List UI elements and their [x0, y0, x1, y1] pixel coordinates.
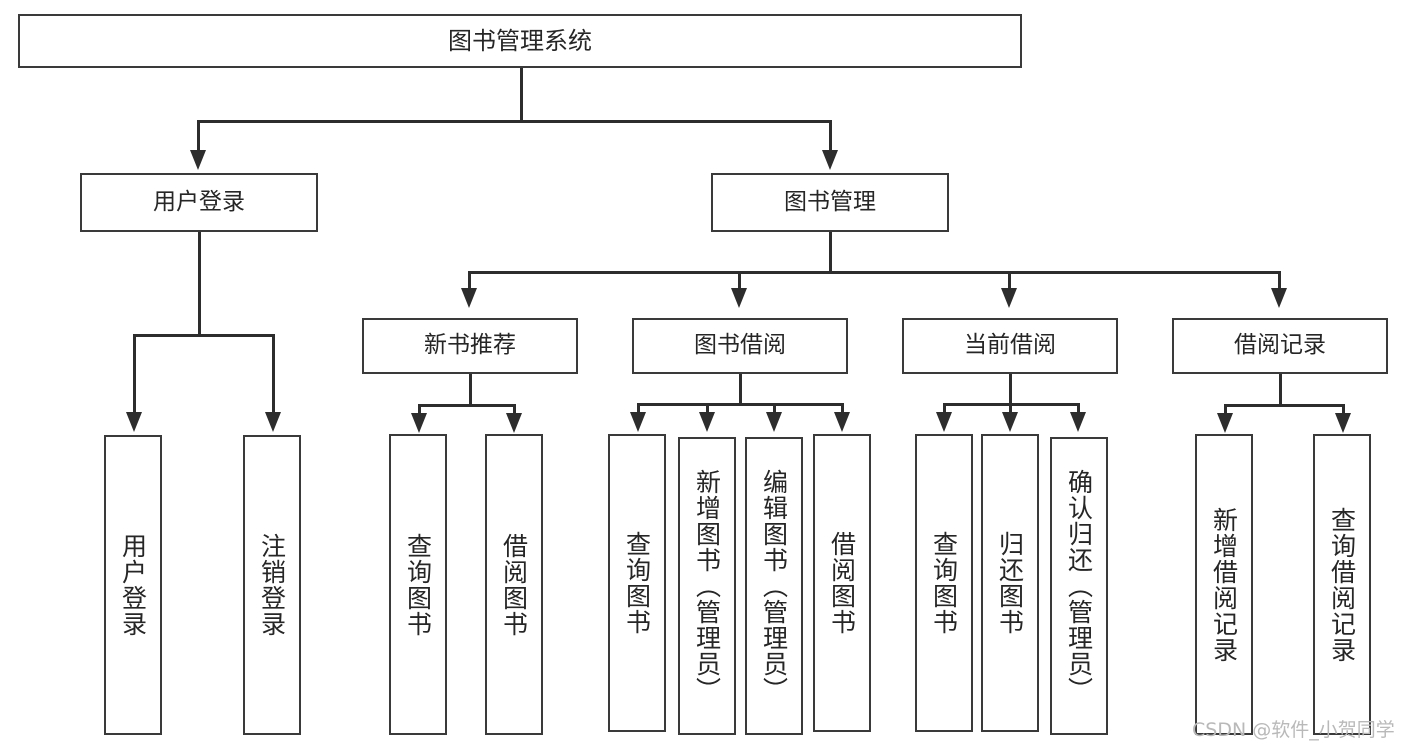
connector-cb-child-1	[943, 403, 946, 414]
leaf-bb-query-book[interactable]: 查询图书	[608, 434, 666, 732]
connector-nbr-bar	[418, 404, 514, 407]
leaf-br-query-record[interactable]: 查询借阅记录	[1313, 434, 1371, 735]
connector-root-trunk	[520, 68, 523, 121]
node-label: 用户登录	[153, 188, 245, 215]
node-user-login[interactable]: 用户登录	[80, 173, 318, 232]
node-label: 借阅图书	[499, 532, 529, 637]
connector-nbr-child-2	[513, 404, 516, 415]
connector-bb-child-3	[773, 403, 776, 414]
connector-bb-child-4	[841, 403, 844, 414]
leaf-nbr-query-book[interactable]: 查询图书	[389, 434, 447, 735]
arrow-to-borrow-record	[1271, 288, 1287, 308]
node-book-borrow[interactable]: 图书借阅	[632, 318, 848, 374]
arrow-to-bb-edit-book	[766, 412, 782, 432]
arrow-to-book-borrow	[731, 288, 747, 308]
connector-nbr-trunk	[469, 374, 472, 406]
connector-cb-child-3	[1077, 403, 1080, 414]
node-book-management[interactable]: 图书管理	[711, 173, 949, 232]
leaf-cb-confirm-return[interactable]: 确认归还（管理员）	[1050, 437, 1108, 735]
node-label: 图书管理系统	[448, 26, 592, 55]
node-label: 当前借阅	[964, 332, 1056, 359]
leaf-cb-return-book[interactable]: 归还图书	[981, 434, 1039, 732]
leaf-cb-query-book[interactable]: 查询图书	[915, 434, 973, 732]
node-new-book-recommend[interactable]: 新书推荐	[362, 318, 578, 374]
arrow-to-cb-return-book	[1002, 412, 1018, 432]
node-root-book-management-system[interactable]: 图书管理系统	[18, 14, 1022, 68]
connector-user-login-bar	[133, 334, 274, 337]
node-label: 确认归还（管理员）	[1064, 469, 1094, 703]
connector-br-bar	[1224, 404, 1343, 407]
node-label: 新增借阅记录	[1209, 506, 1239, 663]
connector-bb-trunk	[739, 374, 742, 406]
connector-nbr-child-1	[418, 404, 421, 415]
connector-root-to-user-login	[197, 120, 200, 152]
arrow-to-bb-add-book	[699, 412, 715, 432]
connector-br-child-2	[1342, 404, 1345, 415]
connector-bm-child-4	[1278, 271, 1281, 290]
connector-br-child-1	[1224, 404, 1227, 415]
connector-book-management-bar	[468, 271, 1279, 274]
node-label: 查询图书	[929, 531, 959, 635]
arrow-to-current-borrow	[1001, 288, 1017, 308]
connector-user-login-child-2	[272, 334, 275, 414]
node-label: 查询图书	[622, 531, 652, 635]
arrow-to-bb-borrow-book	[834, 412, 850, 432]
arrow-to-br-query-record	[1335, 413, 1351, 433]
arrow-to-new-book-recommend	[461, 288, 477, 308]
connector-bb-child-2	[706, 403, 709, 414]
connector-root-bar	[197, 120, 832, 123]
node-label: 查询借阅记录	[1327, 506, 1357, 663]
node-label: 借阅记录	[1234, 332, 1326, 359]
leaf-bb-borrow-book[interactable]: 借阅图书	[813, 434, 871, 732]
connector-user-login-child-1	[133, 334, 136, 414]
node-label: 图书管理	[784, 188, 876, 215]
connector-bb-bar	[637, 403, 843, 406]
arrow-to-leaf-user-login	[126, 412, 142, 432]
node-label: 借阅图书	[827, 531, 857, 635]
connector-book-management-trunk	[829, 232, 832, 273]
node-label: 图书借阅	[694, 332, 786, 359]
arrow-to-cb-confirm-return	[1070, 412, 1086, 432]
arrow-to-nbr-borrow-book	[506, 413, 522, 433]
node-label: 查询图书	[403, 532, 433, 637]
arrow-to-cb-query-book	[936, 412, 952, 432]
node-label: 新增图书（管理员）	[692, 469, 722, 703]
connector-bm-child-1	[468, 271, 471, 290]
arrow-to-nbr-query-book	[411, 413, 427, 433]
leaf-nbr-borrow-book[interactable]: 借阅图书	[485, 434, 543, 735]
node-borrow-record[interactable]: 借阅记录	[1172, 318, 1388, 374]
node-label: 用户登录	[118, 533, 148, 637]
connector-user-login-trunk	[198, 232, 201, 336]
arrow-to-leaf-logout	[265, 412, 281, 432]
arrow-to-br-add-record	[1217, 413, 1233, 433]
node-label: 编辑图书（管理员）	[759, 469, 789, 703]
leaf-bb-edit-book[interactable]: 编辑图书（管理员）	[745, 437, 803, 735]
node-label: 新书推荐	[424, 332, 516, 359]
leaf-bb-add-book[interactable]: 新增图书（管理员）	[678, 437, 736, 735]
leaf-user-login[interactable]: 用户登录	[104, 435, 162, 735]
node-label: 归还图书	[995, 531, 1025, 635]
leaf-logout[interactable]: 注销登录	[243, 435, 301, 735]
connector-bb-child-1	[637, 403, 640, 414]
arrow-to-bb-query-book	[630, 412, 646, 432]
connector-bm-child-3	[1008, 271, 1011, 290]
arrow-to-user-login	[190, 150, 206, 170]
node-current-borrow[interactable]: 当前借阅	[902, 318, 1118, 374]
connector-root-to-book-management	[829, 120, 832, 152]
connector-cb-child-2	[1009, 403, 1012, 414]
node-label: 注销登录	[257, 533, 287, 637]
leaf-br-add-record[interactable]: 新增借阅记录	[1195, 434, 1253, 735]
connector-bm-child-2	[738, 271, 741, 290]
arrow-to-book-management	[822, 150, 838, 170]
connector-br-trunk	[1279, 374, 1282, 406]
connector-cb-trunk	[1009, 374, 1012, 406]
